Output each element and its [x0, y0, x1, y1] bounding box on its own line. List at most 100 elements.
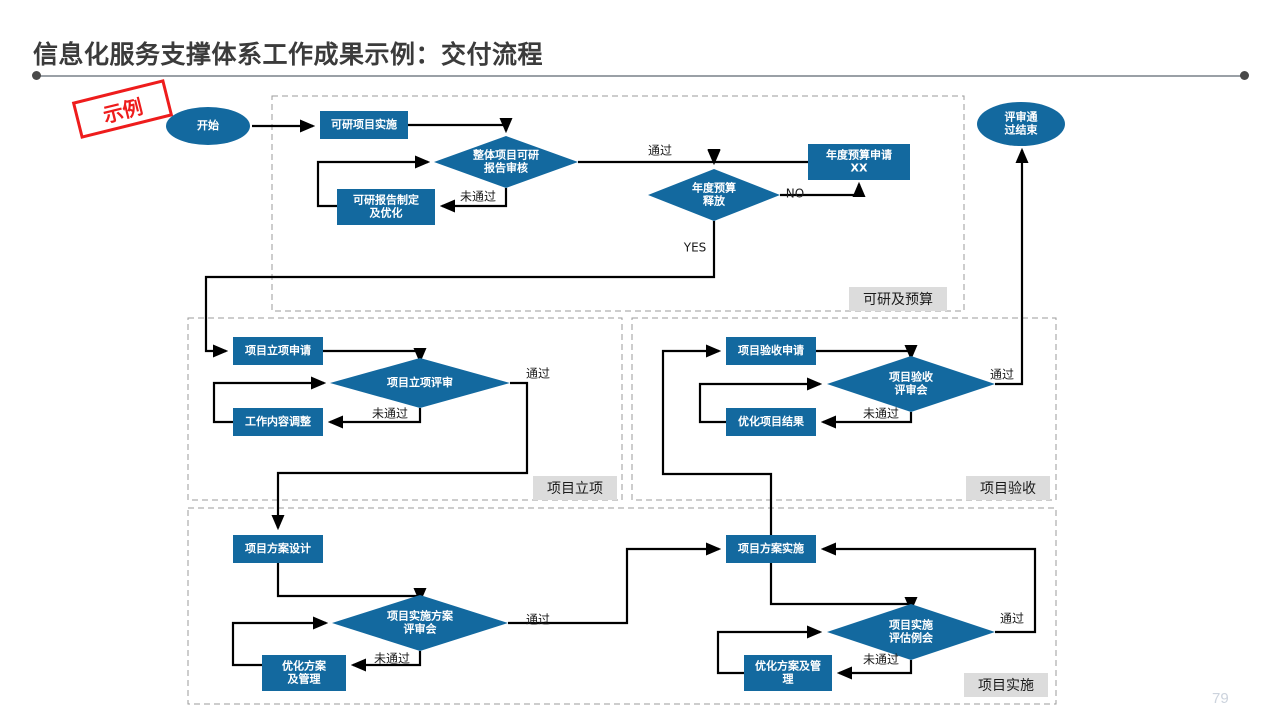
- node-label: 优化方案及管: [755, 659, 821, 673]
- node-exe_design[interactable]: 项目方案设计: [233, 535, 323, 563]
- connector-evalopt-back: [716, 625, 823, 675]
- connector-exeimpl-to-accapply: [661, 344, 773, 535]
- flow-connectors: [204, 117, 1037, 680]
- connector-planrev-fail: [350, 651, 422, 672]
- node-label: 优化项目结果: [738, 414, 804, 428]
- node-label: 项目立项评审: [387, 375, 453, 389]
- node-label: 项目实施: [889, 618, 933, 632]
- section-label-bg-execution: [964, 673, 1048, 697]
- node-label: 项目实施方案: [387, 609, 454, 623]
- node-shape-box: [320, 111, 408, 139]
- node-label: 项目验收: [889, 370, 933, 384]
- connector-fsreview-fail: [439, 188, 508, 213]
- connector-fsimpl-to-fsreview: [408, 117, 513, 134]
- edge-label-init_fail: 未通过: [372, 407, 408, 421]
- connector-accopt-back: [698, 377, 823, 424]
- node-label: 评审通: [1005, 110, 1038, 124]
- node-label: 优化方案: [282, 659, 327, 673]
- node-shape-diamond: [332, 595, 508, 651]
- node-init_review[interactable]: 项目立项评审: [330, 358, 510, 408]
- node-shape-box: [726, 535, 816, 563]
- node-label: 评审会: [895, 383, 929, 397]
- connector-initreview-fail: [327, 408, 422, 429]
- node-shape-diamond: [827, 604, 995, 660]
- edge-label-budget_no: NO: [786, 187, 804, 201]
- section-label-bg-acceptance: [966, 476, 1050, 500]
- node-label: 及优化: [370, 206, 403, 220]
- connector-eval-pass: [820, 542, 1037, 634]
- connector-planopt-back: [231, 616, 329, 667]
- node-shape-diamond: [434, 136, 578, 188]
- edge-label-exe_plan_fail: 未通过: [374, 652, 410, 666]
- node-shape-oval: [166, 107, 250, 145]
- edge-label-fs_fail: 未通过: [460, 190, 496, 204]
- node-label: 评审会: [404, 622, 438, 636]
- node-label: 工作内容调整: [245, 414, 311, 428]
- section-label-acceptance: 项目验收: [980, 481, 1036, 497]
- section-container-acceptance: [631, 317, 1057, 501]
- node-shape-box: [744, 655, 832, 691]
- edge-label-acc_fail: 未通过: [863, 407, 899, 421]
- node-label: 年度预算申请: [826, 148, 892, 162]
- node-label: 项目方案实施: [738, 541, 804, 555]
- node-label: 开始: [197, 118, 219, 132]
- edge-label-fs_pass: 通过: [648, 144, 672, 158]
- edge-label-budget_yes: YES: [683, 241, 707, 255]
- edge-label-exe_eval_pass: 通过: [1000, 612, 1024, 626]
- node-shape-diamond: [827, 356, 995, 412]
- connector-fsreport-back: [316, 155, 431, 208]
- connector-fsreview-pass: [578, 149, 721, 166]
- node-shape-diamond: [330, 358, 510, 408]
- node-start[interactable]: 开始: [166, 107, 250, 145]
- section-label-execution: 项目实施: [978, 678, 1034, 694]
- edge-label-acc_pass: 通过: [990, 368, 1014, 382]
- section-label-bg-initiation: [533, 476, 617, 500]
- connector-eval-fail: [836, 660, 913, 680]
- node-shape-box: [262, 655, 346, 691]
- section-label-initiation: 项目立项: [547, 481, 603, 497]
- header-divider: [36, 75, 1245, 77]
- connector-initapply-to-review: [323, 347, 427, 364]
- node-init_apply[interactable]: 项目立项申请: [233, 337, 323, 365]
- node-label: 可研项目实施: [331, 117, 397, 131]
- node-label: 年度预算: [692, 181, 736, 195]
- node-acc_apply[interactable]: 项目验收申请: [726, 337, 816, 365]
- node-shape-box: [233, 408, 323, 436]
- node-acc_optimize[interactable]: 优化项目结果: [726, 408, 816, 436]
- section-label-bg-feasibility: [849, 287, 947, 311]
- node-fs_impl[interactable]: 可研项目实施: [320, 111, 408, 139]
- flow-nodes: 开始评审通过结束可研项目实施可研报告制定及优化整体项目可研报告审核年度预算释放年…: [166, 102, 1065, 691]
- page-number: 79: [1212, 690, 1229, 707]
- connector-planrev-pass: [508, 542, 722, 625]
- connector-accrev-fail: [820, 412, 913, 429]
- edge-label-exe_eval_fail: 未通过: [863, 653, 899, 667]
- divider-dot-right: [1240, 71, 1249, 80]
- node-shape-box: [726, 337, 816, 365]
- section-label-feasibility: 可研及预算: [863, 292, 933, 308]
- node-label: 过结束: [1005, 123, 1039, 137]
- node-label: 报告审核: [484, 161, 528, 175]
- node-shape-box: [233, 337, 323, 365]
- connector-exeimpl-to-eval: [769, 563, 918, 613]
- node-label: XX: [851, 162, 868, 175]
- node-label: 项目验收申请: [738, 343, 804, 357]
- node-shape-box: [337, 189, 435, 225]
- section-container-feasibility: [271, 95, 965, 312]
- node-init_adjust[interactable]: 工作内容调整: [233, 408, 323, 436]
- node-label: 整体项目可研: [472, 148, 539, 162]
- node-exe_impl[interactable]: 项目方案实施: [726, 535, 816, 563]
- page-title: 信息化服务支撑体系工作成果示例：交付流程: [33, 41, 544, 69]
